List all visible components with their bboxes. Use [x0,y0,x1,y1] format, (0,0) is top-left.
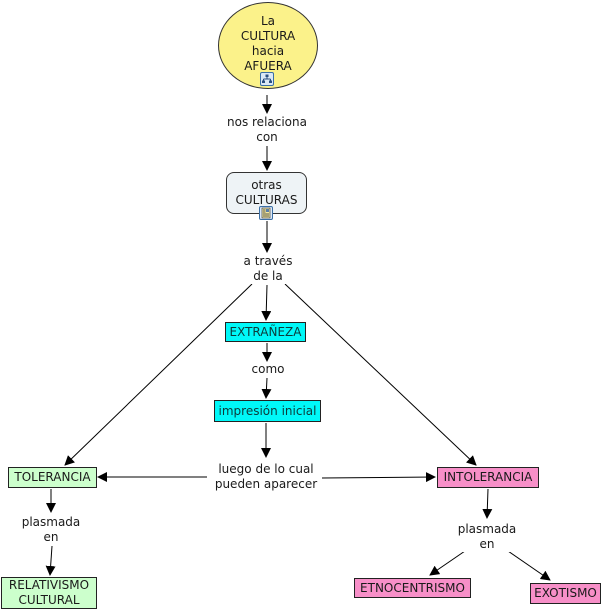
concept-label: otras CULTURAS [235,178,298,207]
concept-otras-culturas[interactable]: otras CULTURAS [226,172,307,214]
concept-etnocentrismo[interactable]: ETNOCENTRISMO [354,578,471,598]
linking-phrase-a-traves-de-la[interactable]: a través de la [241,254,295,284]
concept-label: RELATIVISMO CULTURAL [8,578,90,607]
linking-phrase-nos-relaciona-con[interactable]: nos relaciona con [225,115,309,145]
linking-phrase-luego-de-lo-cual[interactable]: luego de lo cual pueden aparecer [212,462,320,492]
linking-phrase-plasmada-en-left[interactable]: plasmada en [19,515,83,545]
concept-exotismo[interactable]: EXOTISMO [530,583,601,604]
link-como-to-impresion [261,377,272,399]
concept-extraneza[interactable]: EXTRAÑEZA [225,322,306,342]
link-traves-to-extraneza [261,284,272,321]
linking-phrase-como[interactable]: como [249,362,287,377]
concept-label: impresión inicial [218,403,317,418]
linking-phrase-plasmada-en-right[interactable]: plasmada en [455,522,519,552]
concept-relativismo-cultural[interactable]: RELATIVISMO CULTURAL [1,577,97,609]
document-resource-icon[interactable] [259,206,273,220]
link-plasmada-to-relativismo [45,545,56,576]
concept-intolerancia[interactable]: INTOLERANCIA [437,467,539,488]
concept-label: La CULTURA hacia AFUERA [240,13,296,73]
link-luego-to-intolerancia [321,472,436,483]
concept-label: TOLERANCIA [14,470,91,484]
concept-label: ETNOCENTRISMO [360,580,465,595]
concept-tolerancia[interactable]: TOLERANCIA [8,467,97,488]
link-traves-to-intolerancia [284,283,477,466]
concept-label: INTOLERANCIA [443,470,533,484]
link-traves-to-tolerancia [64,283,253,466]
submap-icon[interactable] [260,72,274,86]
concept-label: EXTRAÑEZA [229,324,302,339]
link-intolerancia-to-plasmada [482,488,493,519]
link-plasmada-to-etnocentrismo [429,550,466,576]
concept-impresion-inicial[interactable]: impresión inicial [214,400,321,422]
link-plasmada-to-exotismo [507,550,551,581]
concept-label: EXOTISMO [534,586,597,600]
